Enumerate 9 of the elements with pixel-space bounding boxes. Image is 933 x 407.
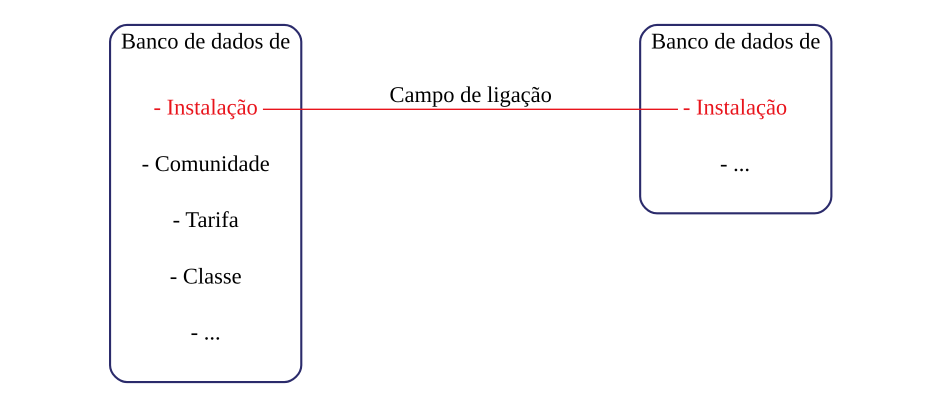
node-text: - Tarifa: [172, 207, 239, 232]
node-text: - Comunidade: [142, 150, 270, 176]
node-text: - ...: [190, 320, 221, 345]
node-text: - ...: [720, 150, 750, 176]
node-text: - Instalação: [154, 94, 258, 120]
node-text: - Instalação: [682, 94, 788, 120]
connector: [262, 108, 678, 110]
node-text: - Classe: [170, 263, 242, 288]
edge-label: Campo de ligação: [390, 82, 552, 107]
